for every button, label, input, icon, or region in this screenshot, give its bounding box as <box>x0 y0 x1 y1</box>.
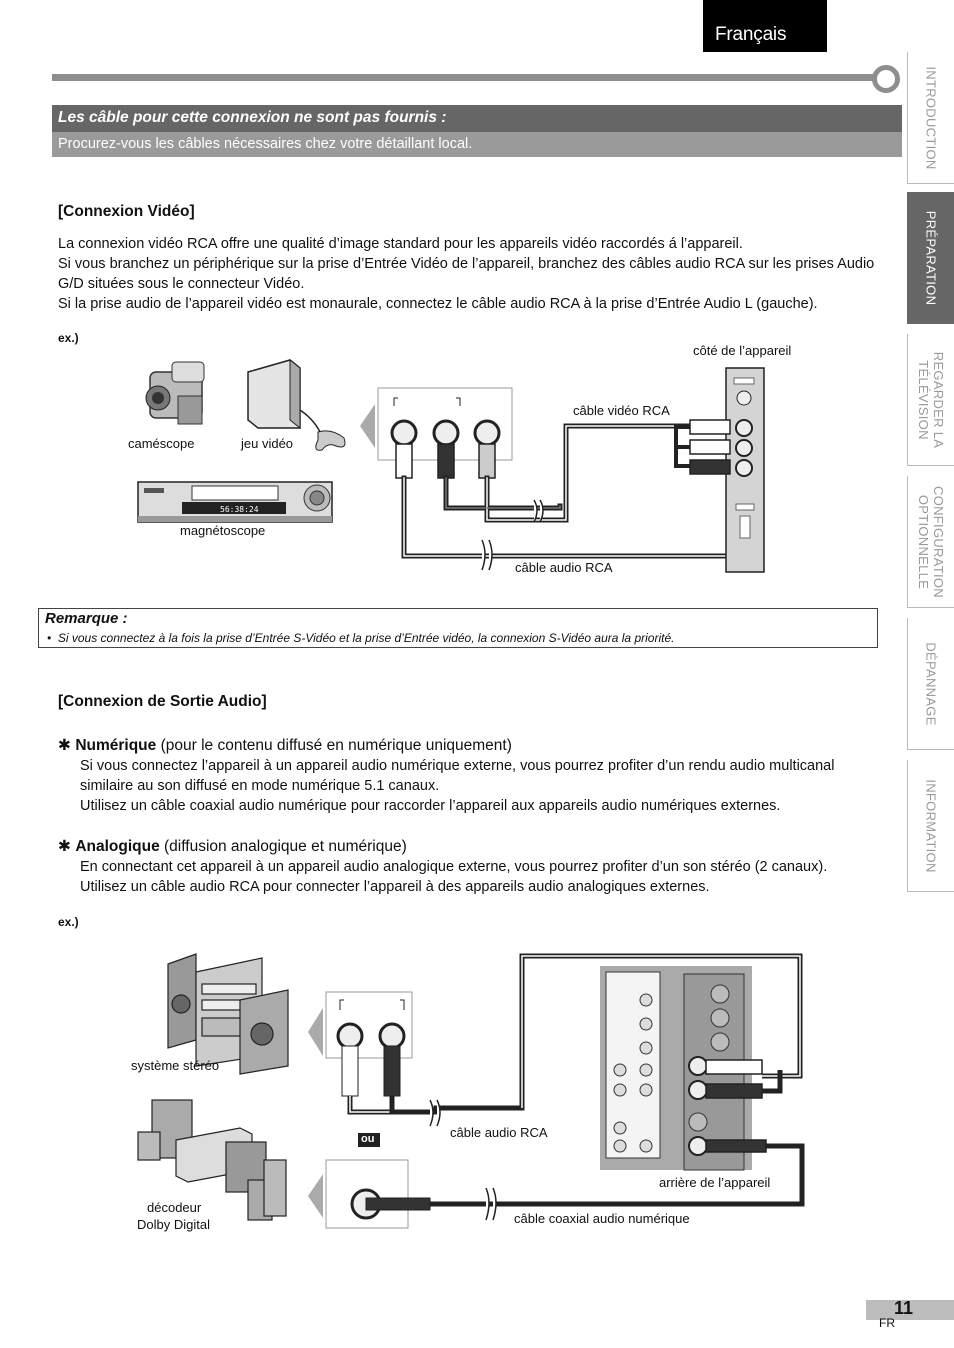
decoder-label-line2: Dolby Digital <box>137 1217 210 1232</box>
asterisk-icon: ✱ <box>58 737 71 754</box>
game-console-label: jeu vidéo <box>241 436 294 451</box>
camcorder-label: caméscope <box>128 436 195 451</box>
remark-box: Remarque : • Si vous connectez à la fois… <box>38 608 878 648</box>
svg-text:56:38:24: 56:38:24 <box>220 505 259 514</box>
audio-section-heading: [Connexion de Sortie Audio] <box>58 693 267 710</box>
side-tab-information[interactable]: INFORMATION <box>907 760 954 892</box>
analog-jack-panel <box>308 991 413 1097</box>
side-tab-watching-tv[interactable]: REGARDER LA TÉLÉVISION <box>907 334 954 466</box>
remark-text: • Si vous connectez à la fois la prise d… <box>47 631 675 645</box>
audio-cables <box>347 953 805 1207</box>
video-section-text: La connexion vidéo RCA offre une qualité… <box>58 236 875 312</box>
camcorder-illustration <box>145 361 205 425</box>
cable-break-marks <box>481 499 544 571</box>
top-rule <box>52 74 882 81</box>
audio-cable-label-2: câble audio RCA <box>450 1125 548 1140</box>
or-label: ou <box>361 1133 375 1145</box>
decoder-label-line1: décodeur <box>147 1200 202 1215</box>
audio-example-label: ex.) <box>58 915 79 929</box>
stereo-label: système stéréo <box>131 1058 220 1073</box>
top-rule-circle <box>872 65 900 93</box>
page-number-box: 11 <box>866 1298 954 1320</box>
video-example-label: ex.) <box>58 331 79 345</box>
coax-cable-label: câble coaxial audio numérique <box>514 1211 690 1226</box>
page-number: 11 <box>894 1298 914 1318</box>
decoder-illustration <box>137 1099 287 1221</box>
analog-text: En connectant cet appareil à un appareil… <box>80 859 828 895</box>
unit-side-label: côté de l’appareil <box>693 343 792 358</box>
side-tab-optional-setup[interactable]: CONFIGURATION OPTIONNELLE <box>907 476 954 608</box>
unit-rear-label: arrière de l’appareil <box>659 1175 771 1190</box>
cables-note-subtitle: Procurez-vous les câbles nécessaires che… <box>52 132 902 157</box>
side-tab-introduction[interactable]: INTRODUCTION <box>907 52 954 184</box>
rear-plugs <box>705 1059 767 1153</box>
vcr-label: magnétoscope <box>180 523 266 538</box>
video-section-heading: [Connexion Vidéo] <box>58 203 195 220</box>
unit-side-panel <box>725 367 765 573</box>
side-plugs <box>674 419 731 475</box>
cables-note-title: Les câble pour cette connexion ne sont p… <box>52 105 902 132</box>
cable-break-marks-2 <box>429 1099 497 1221</box>
remark-title: Remarque : <box>45 610 128 627</box>
or-badge <box>358 1133 380 1147</box>
language-tab: Français <box>703 0 827 52</box>
audio-cable-label: câble audio RCA <box>515 560 613 575</box>
analog-heading: ✱ Analogique (diffusion analogique et nu… <box>58 838 407 855</box>
language-code: FR <box>879 1316 895 1330</box>
asterisk-icon: ✱ <box>58 838 71 855</box>
side-tab-troubleshooting[interactable]: DÉPANNAGE <box>907 618 954 750</box>
vcr-illustration: 56:38:24 <box>137 481 333 523</box>
video-cable-label: câble vidéo RCA <box>573 403 670 418</box>
digital-heading: ✱ Numérique (pour le contenu diffusé en … <box>58 737 512 754</box>
game-console-illustration <box>247 358 346 451</box>
digital-text: Si vous connectez l’appareil à un appare… <box>80 758 835 814</box>
digital-jack-panel <box>308 1159 431 1229</box>
stereo-system-illustration <box>167 953 289 1075</box>
side-tab-preparation[interactable]: PRÉPARATION <box>907 192 954 324</box>
